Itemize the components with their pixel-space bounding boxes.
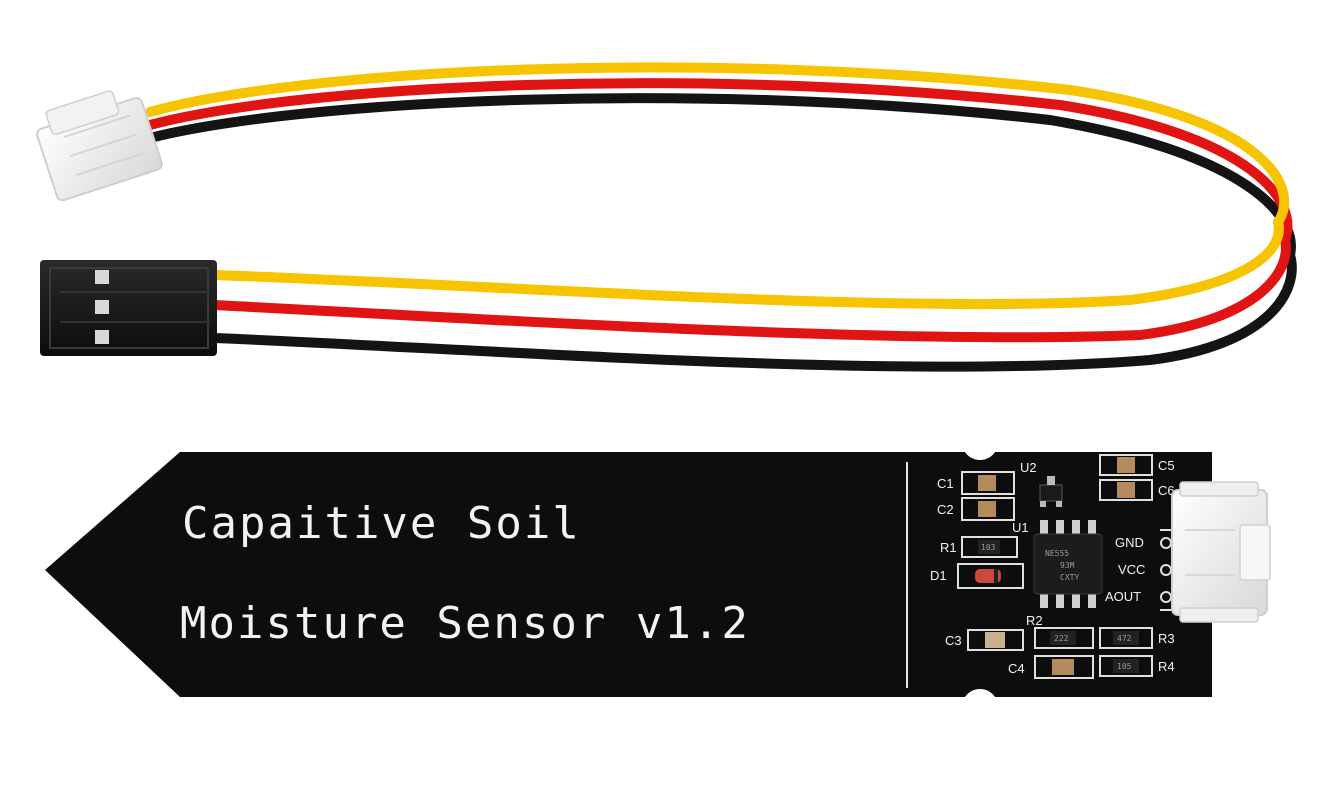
pin-label-aout: AOUT <box>1105 589 1141 604</box>
resistor-r3: 472 R3 <box>1099 627 1175 649</box>
black-wire-lower <box>210 250 1297 372</box>
resistor-code-r4: 105 <box>1117 662 1132 671</box>
label-u2: U2 <box>1020 460 1037 475</box>
chip-marking-line1: NE555 <box>1045 549 1069 558</box>
chip-u1-ne555: NE555 93M CXTY U1 <box>1012 520 1103 608</box>
resistor-r4: 105 R4 <box>1099 655 1175 677</box>
board-title-line2: Moisture Sensor v1.2 <box>180 598 750 649</box>
label-r2: R2 <box>1026 613 1043 628</box>
board-title-line1: Capaitive Soil <box>182 498 581 549</box>
red-wire-lower <box>210 235 1291 343</box>
resistor-r2: 222 R2 <box>1026 613 1094 649</box>
label-c1: C1 <box>937 476 954 491</box>
resistor-code-r1: 103 <box>981 543 996 552</box>
white-jst-connector <box>36 90 163 202</box>
black-wire-upper <box>145 93 1296 260</box>
resistor-r1: 103 R1 <box>940 536 1018 558</box>
label-r4: R4 <box>1158 659 1175 674</box>
label-c5: C5 <box>1158 458 1175 473</box>
yellow-wire-lower <box>210 217 1284 310</box>
resistor-code-r2: 222 <box>1054 634 1069 643</box>
chip-marking-line3: CXTY <box>1060 573 1079 582</box>
pin-label-gnd: GND <box>1115 535 1144 550</box>
capacitor-c6: C6 <box>1099 479 1175 501</box>
label-c4: C4 <box>1008 661 1025 676</box>
resistor-code-r3: 472 <box>1117 634 1132 643</box>
black-dupont-connector <box>40 260 217 356</box>
capacitor-c4: C4 <box>1008 655 1094 679</box>
label-d1: D1 <box>930 568 947 583</box>
pin-slot <box>95 300 109 314</box>
sensor-board: Capaitive Soil Moisture Sensor v1.2 C1 C… <box>45 452 1271 697</box>
capacitor-c2: C2 <box>937 497 1015 521</box>
cable-assembly <box>36 62 1297 372</box>
pin-label-vcc: VCC <box>1118 562 1145 577</box>
capacitor-c3: C3 <box>945 629 1024 651</box>
pcb-body <box>45 452 1212 697</box>
red-wire-upper <box>145 78 1293 245</box>
label-u1: U1 <box>1012 520 1029 535</box>
label-r1: R1 <box>940 540 957 555</box>
regulator-u2: U2 <box>1020 460 1063 507</box>
capacitor-c1: C1 <box>937 471 1015 495</box>
pin-slot <box>95 330 109 344</box>
chip-marking-line2: 93M <box>1060 561 1075 570</box>
pin-slot <box>95 270 109 284</box>
label-c3: C3 <box>945 633 962 648</box>
label-c2: C2 <box>937 502 954 517</box>
capacitor-c5: C5 <box>1099 454 1175 476</box>
label-r3: R3 <box>1158 631 1175 646</box>
board-jst-socket <box>1171 481 1271 623</box>
yellow-wire-upper <box>145 62 1290 227</box>
diode-d1: D1 <box>930 563 1024 589</box>
label-c6: C6 <box>1158 483 1175 498</box>
